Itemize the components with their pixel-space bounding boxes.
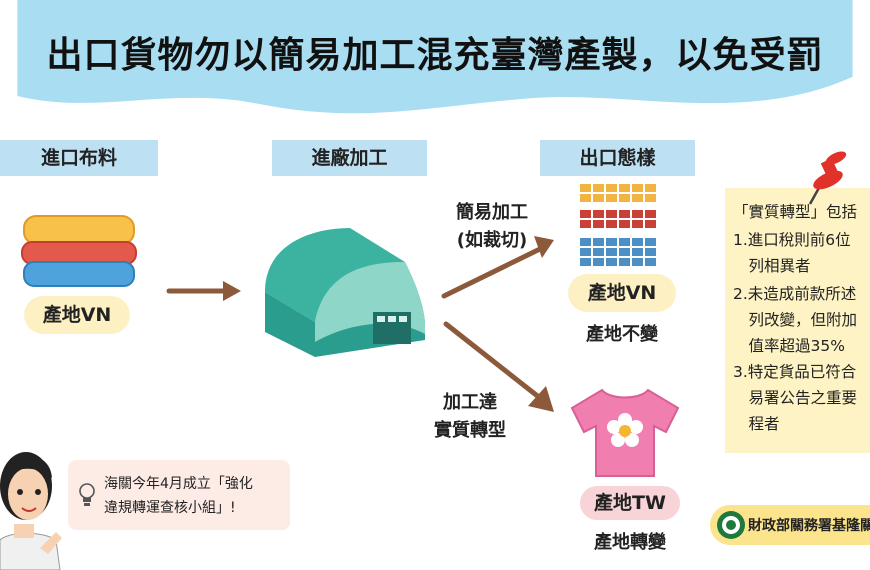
note-line: 1.進口稅則前6位 [733,231,851,249]
customs-officer-avatar [0,452,62,570]
cut-fabric-icon [580,184,656,266]
section-import: 進口布料 [0,140,158,176]
arrow-down-right-icon [443,321,554,412]
note-line: 易署公告之重要 [733,389,858,407]
simple-process-label: 簡易加工 [456,202,528,223]
export-tw-label: 產地TW [580,486,680,520]
lightbulb-icon [79,483,95,506]
arrow-right-icon [166,281,241,301]
note-line: 列相異者 [733,257,811,275]
simple-process-example: (如裁切) [456,230,528,251]
page-title: 出口貨物勿以簡易加工混充臺灣產製，以免受罰 [46,35,824,76]
origin-vn-label: 產地VN [24,296,130,334]
tshirt-icon [570,388,680,477]
note-line: 2.未造成前款所述 [733,285,857,303]
note-line: 列改變，但附加 [733,311,858,329]
note-line: 值率超過35% [733,337,845,355]
section-factory: 進廠加工 [272,140,427,176]
tip-box: 海關今年4月成立「強化 違規轉運查核小組」! [68,460,290,530]
note-line: 3.特定貨品已符合 [733,363,857,381]
tip-text: 海關今年4月成立「強化 違規轉運查核小組」! [104,472,253,520]
fabric-stack-icon [21,215,137,287]
header-banner [17,0,853,114]
export-vn-label: 產地VN [568,274,676,312]
export-tw-caption: 產地轉變 [594,532,666,553]
tip-line-1: 海關今年4月成立「強化 [104,476,253,492]
export-vn-caption: 產地不變 [586,324,658,345]
substantial-label-2: 實質轉型 [434,420,506,441]
arrow-up-right-icon [441,236,554,299]
factory-icon [265,228,425,357]
section-export: 出口態樣 [540,140,695,176]
substantial-label: 加工達 [443,392,497,413]
pushpin-icon [808,151,847,205]
agency-name: 財政部關務署基隆關 [748,518,870,534]
agency-logo-icon [717,511,745,539]
note-line: 「實質轉型」包括 [733,203,858,221]
agency-badge: 財政部關務署基隆關 [710,505,870,545]
note-line: 程者 [733,415,780,433]
note-panel: 「實質轉型」包括 1.進口稅則前6位 列相異者 2.未造成前款所述 列改變，但附… [725,188,870,453]
tip-line-2: 違規轉運查核小組」! [104,500,236,516]
